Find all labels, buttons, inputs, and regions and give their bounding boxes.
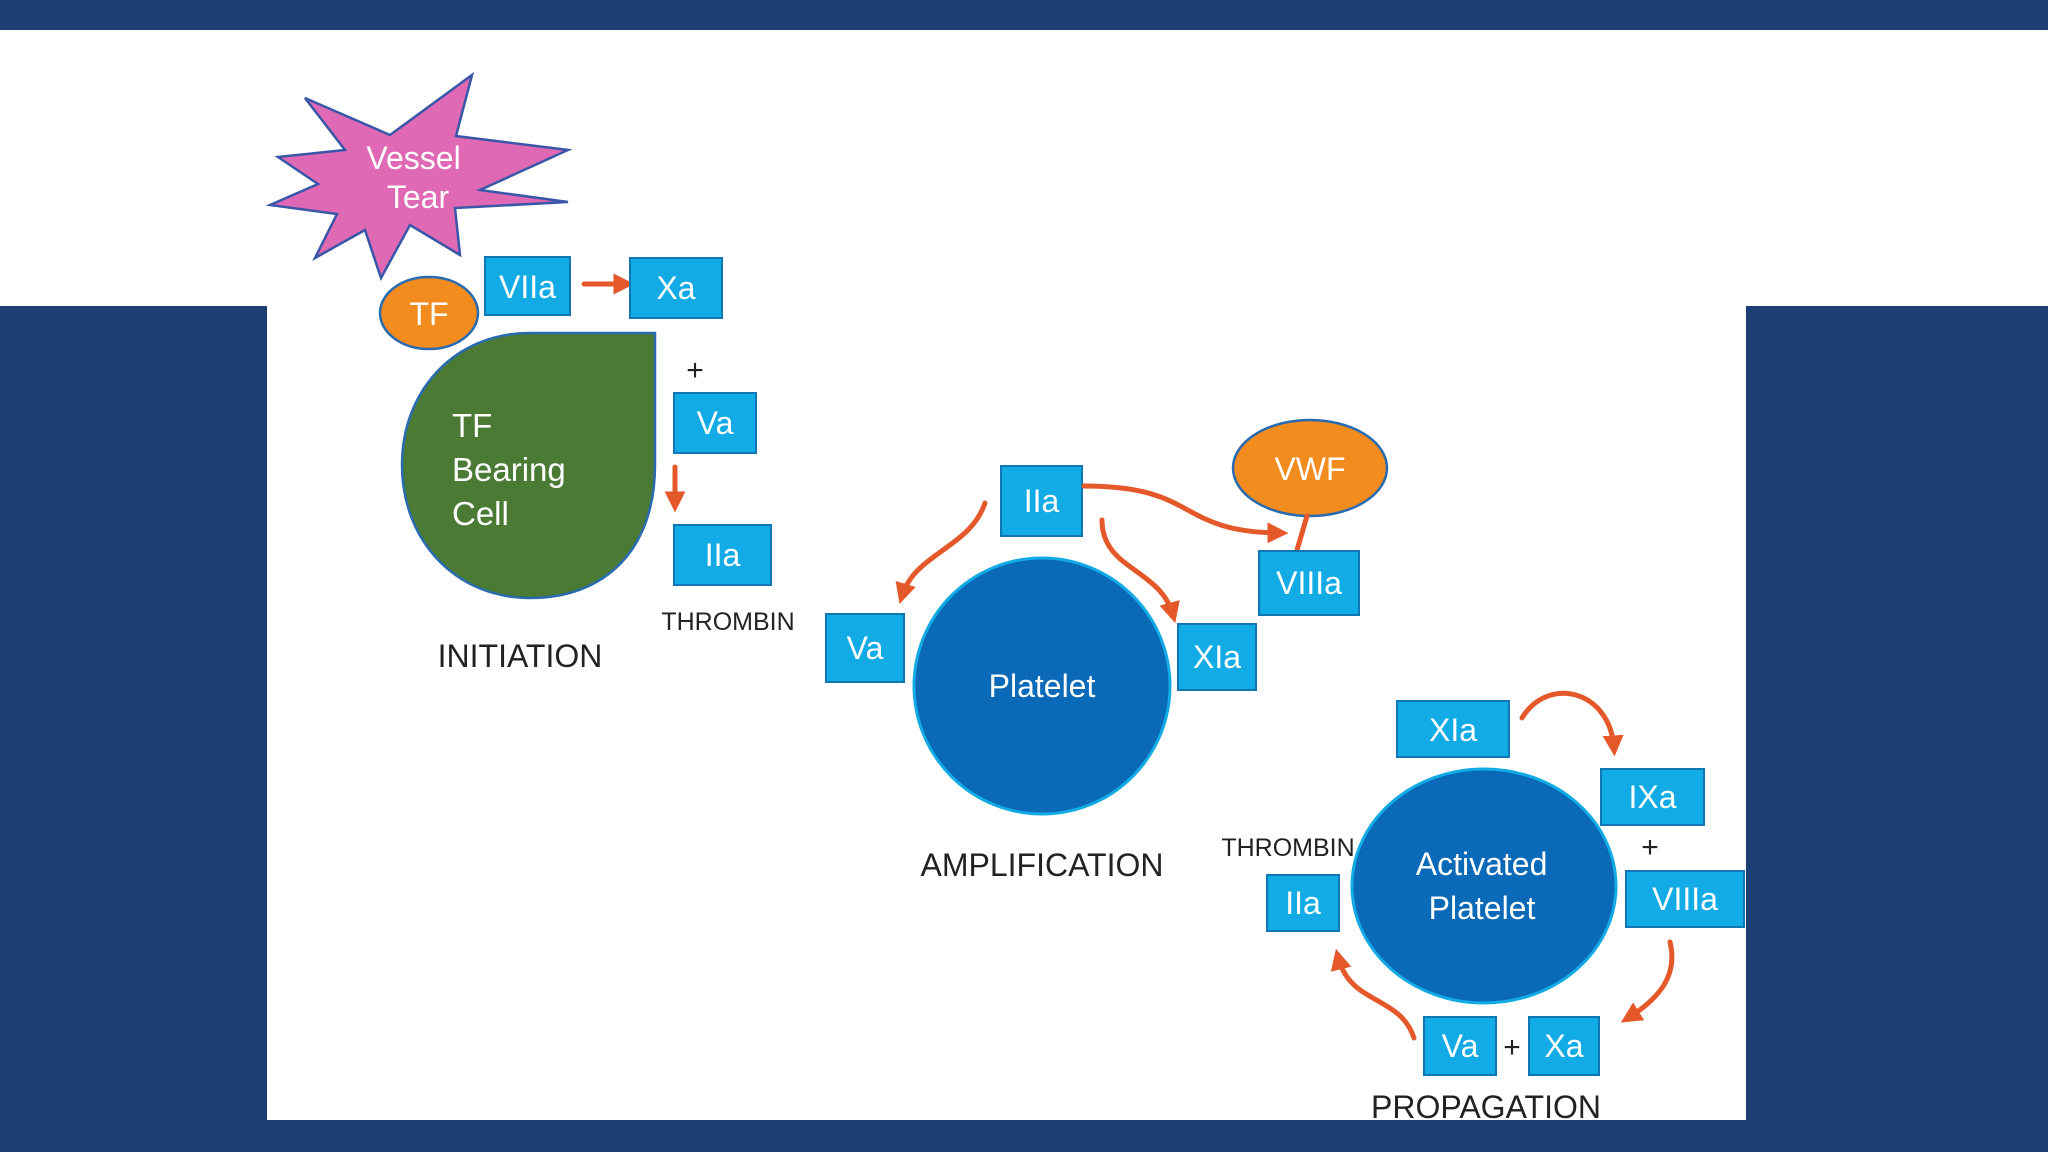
thrombin-label-propagation: THROMBIN bbox=[1221, 834, 1354, 862]
svg-text:IIa: IIa bbox=[1024, 483, 1060, 519]
factor-box-xa-initiation: Xa bbox=[629, 257, 723, 319]
factor-box-va-propagation: Va bbox=[1423, 1016, 1497, 1076]
top-frame-bar bbox=[0, 0, 2048, 30]
svg-text:Va: Va bbox=[847, 630, 884, 666]
initiation-label: INITIATION bbox=[438, 638, 603, 674]
plus-sign-propagation-right: + bbox=[1641, 831, 1659, 864]
factor-box-iia-amplification: IIa bbox=[1000, 465, 1083, 537]
factor-box-xia-propagation: XIa bbox=[1396, 700, 1510, 758]
tf-bearing-cell-label: TF Bearing Cell bbox=[452, 407, 575, 532]
svg-text:Xa: Xa bbox=[1544, 1028, 1583, 1064]
svg-text:VIIIa: VIIIa bbox=[1652, 881, 1718, 917]
factor-box-viia-initiation: VIIa bbox=[484, 256, 571, 316]
tf-oval bbox=[378, 275, 480, 351]
vwf-connector-line bbox=[1294, 513, 1310, 553]
activated-platelet-circle bbox=[1350, 767, 1618, 1005]
factor-box-viiia-propagation: VIIIa bbox=[1625, 870, 1745, 928]
svg-text:Va: Va bbox=[697, 405, 734, 441]
factor-box-va-amplification: Va bbox=[825, 613, 905, 683]
factor-box-iia-initiation: IIa bbox=[673, 524, 772, 586]
arrow-viiia-to-xa bbox=[1620, 939, 1675, 1023]
arrow-xia-to-ixa bbox=[1519, 690, 1624, 757]
factor-box-ixa-propagation: IXa bbox=[1600, 768, 1705, 826]
tf-bearing-cell bbox=[400, 331, 657, 600]
vwf-oval-label: VWF bbox=[1274, 451, 1345, 487]
svg-text:VIIa: VIIa bbox=[499, 269, 556, 305]
platelet-label: Platelet bbox=[989, 668, 1096, 704]
amplification-label: AMPLIFICATION bbox=[921, 847, 1164, 883]
svg-text:Va: Va bbox=[1442, 1028, 1479, 1064]
arrow-va-xa-to-iia bbox=[1330, 948, 1417, 1041]
vessel-tear-starburst-icon bbox=[265, 71, 573, 282]
arrow-iia-to-xia bbox=[1099, 517, 1180, 624]
svg-text:XIa: XIa bbox=[1193, 639, 1241, 675]
svg-text:VIIIa: VIIIa bbox=[1276, 565, 1342, 601]
svg-text:XIa: XIa bbox=[1429, 712, 1477, 748]
vessel-tear-label: Vessel Tear bbox=[366, 140, 469, 215]
factor-box-xa-propagation: Xa bbox=[1528, 1016, 1600, 1076]
platelet-circle bbox=[912, 556, 1172, 816]
svg-text:IXa: IXa bbox=[1628, 779, 1676, 815]
factor-box-xia-amplification: XIa bbox=[1177, 623, 1257, 691]
plus-sign-initiation: + bbox=[686, 354, 704, 387]
arrow-iia-to-va bbox=[895, 500, 988, 605]
arrow-iia-to-viiia bbox=[1081, 483, 1289, 544]
tf-oval-label: TF bbox=[409, 296, 448, 332]
svg-text:Xa: Xa bbox=[656, 270, 695, 306]
factor-box-iia-propagation: IIa bbox=[1266, 874, 1340, 932]
svg-text:IIa: IIa bbox=[705, 537, 741, 573]
plus-sign-propagation-bottom: + bbox=[1503, 1031, 1521, 1064]
svg-text:IIa: IIa bbox=[1285, 885, 1321, 921]
propagation-label: PROPAGATION bbox=[1371, 1089, 1601, 1125]
vwf-oval bbox=[1231, 418, 1389, 518]
activated-platelet-label: Activated Platelet bbox=[1416, 846, 1557, 926]
factor-box-va-initiation: Va bbox=[673, 392, 757, 454]
factor-box-viiia-amplification: VIIIa bbox=[1258, 550, 1360, 616]
thrombin-label-initiation: THROMBIN bbox=[661, 608, 794, 636]
